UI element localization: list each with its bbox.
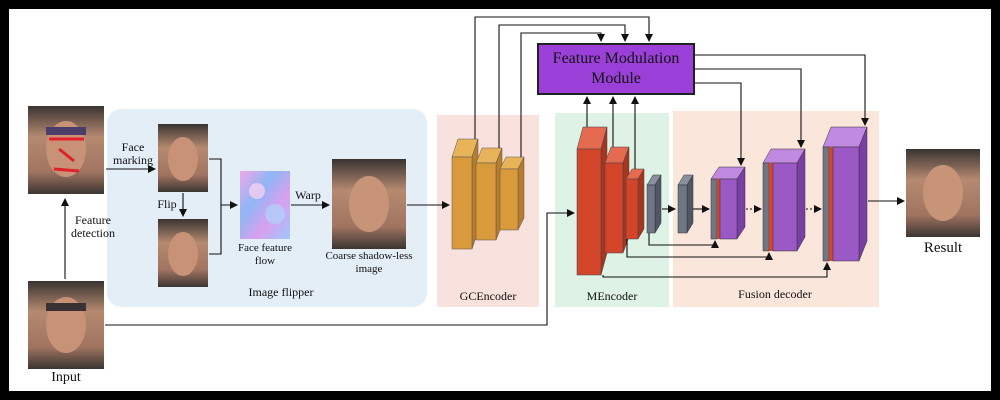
m-encoder-label: MEncoder [586,289,638,303]
flip-label: Flip [157,197,177,211]
m-encoder-block-2 [604,146,630,254]
diagram-canvas: Feature Modulation Module Face marking F… [9,9,991,391]
feature-modulation-module: Feature Modulation Module [537,43,695,95]
m-encoder-block-4 [646,174,662,234]
decoder-block-4 [822,126,868,262]
flipped-face-thumbnail [158,219,208,287]
face-marking-label: Face marking [113,140,153,167]
gc-encoder-block-2 [475,147,503,241]
warp-label: Warp [295,188,321,202]
m-encoder-block-1 [576,126,608,276]
face-feature-flow-label: Face feature flow [237,242,293,267]
feature-detection-label: Feature detection [71,213,115,240]
face-feature-flow-image [240,171,290,239]
gc-encoder-block-3 [499,156,525,231]
decoder-block-1 [677,174,694,234]
coarse-image-label: Coarse shadow-less image [325,250,413,275]
face-marked-thumbnail [28,106,104,194]
input-label: Input [51,370,81,385]
gc-encoder-label: GCEncoder [459,289,517,303]
fusion-decoder-label: Fusion decoder [738,287,812,301]
gc-encoder-block-1 [451,138,479,250]
m-encoder-block-3 [625,168,645,240]
diagram-graphics [28,16,980,369]
original-face-thumbnail [158,124,208,192]
decoder-block-3 [762,148,806,252]
decoder-block-2 [710,166,746,240]
input-face-thumbnail [28,281,104,369]
coarse-shadowless-face-thumbnail [332,159,406,249]
image-flipper-label: Image flipper [248,285,314,299]
connector-lines [61,16,905,326]
result-face-thumbnail [906,149,980,237]
result-label: Result [923,240,963,256]
